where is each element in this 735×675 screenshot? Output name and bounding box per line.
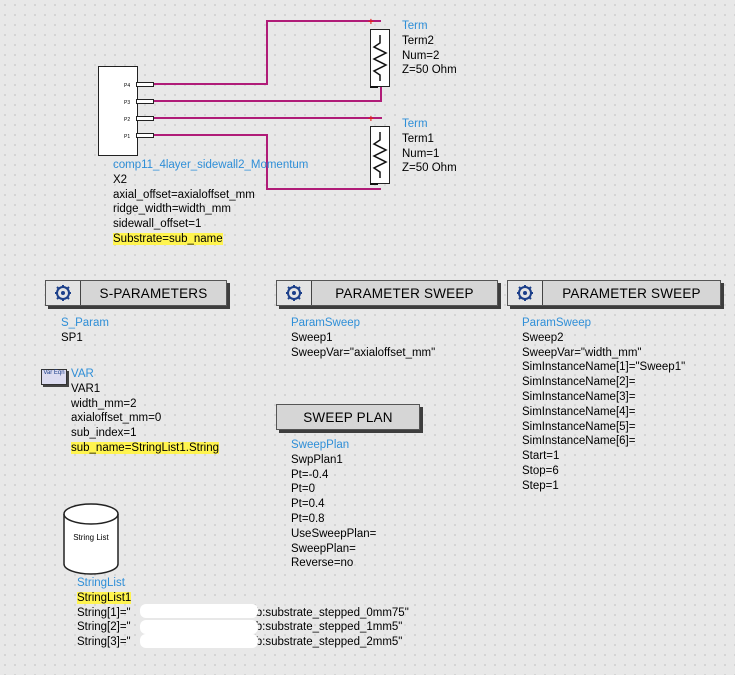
sweep-plan-name: SwpPlan1 [291,453,343,466]
string-list-type: StringList [77,577,125,589]
var-entry: sub_index=1 [71,427,137,440]
sweep-plan-param: Pt=-0.4 [291,468,329,481]
sweep-plan-param: Reverse=no [291,557,354,570]
gear-icon [508,281,543,305]
sweep2-param: Start=1 [522,450,560,463]
term1-label: Term Term1 Num=1 Z=50 Ohm [402,117,457,176]
sweep2-param: SweepVar="width_mm" [522,346,642,359]
sweep2-param: Stop=6 [522,464,559,477]
component-param: axial_offset=axialoffset_mm [113,188,255,201]
pin-label-p4: P4 [124,83,131,89]
string-list-entry: String[1]=" lib:substrate_stepped_0mm75" [77,606,409,621]
parameter-sweep-2-controller[interactable]: PARAMETER SWEEP [507,280,721,306]
parameter-sweep-1-controller[interactable]: PARAMETER SWEEP [276,280,498,306]
pin-stub-p4[interactable] [136,82,154,87]
substrate-param-highlighted: Substrate=sub_name [113,232,223,245]
pin-labels: P4 P3 P2 P1 [124,78,130,146]
string-list-name-highlighted: StringList1 [77,591,132,604]
momentum-component-symbol[interactable] [98,66,138,156]
component-params: comp11_4layer_sidewall2_Momentum X2 axia… [113,158,308,247]
gear-icon [46,281,81,305]
s-param-type: S_Param [61,317,109,329]
sweep2-param: SimInstanceName[1]="Sweep1" [522,361,686,374]
component-type[interactable]: comp11_4layer_sidewall2_Momentum [113,159,309,171]
term1-name: Term1 [402,132,434,145]
string-list-entry-suffix: lib:substrate_stepped_1mm5" [250,621,403,634]
redaction-mark [140,620,258,634]
sweep1-param: SweepVar="axialoffset_mm" [291,346,436,359]
string-list-entry: String[3]=" lib:substrate_stepped_2mm5" [77,635,409,650]
pin-stub-p1[interactable] [136,133,154,138]
sweep2-param: SimInstanceName[3]= [522,390,636,403]
pin-stub-p2[interactable] [136,116,154,121]
var-type: VAR [71,368,94,380]
component-instance: X2 [113,173,128,186]
redaction-mark [140,604,258,618]
term2-type: Term [402,20,428,32]
term2-z: Z=50 Ohm [402,64,457,77]
s-param-name: SP1 [61,331,83,344]
redaction-mark [140,634,258,648]
sweep-plan-param: UseSweepPlan= [291,527,377,540]
var-entry: width_mm=2 [71,397,137,410]
var-entry-sub-name-highlighted: sub_name=StringList1.String [71,441,219,454]
sweep1-name: Sweep1 [291,331,333,344]
s-parameters-controller[interactable]: S-PARAMETERS [45,280,227,306]
string-list-entry: String[2]=" lib:substrate_stepped_1mm5" [77,620,409,635]
string-list-entry-suffix: lib:substrate_stepped_0mm75" [250,606,409,619]
s-parameters-label: S_Param SP1 [61,316,109,346]
sweep-plan-type: SweepPlan [291,439,350,451]
parameter-sweep-2-header: PARAMETER SWEEP [562,285,701,301]
sweep2-param: SimInstanceName[6]= [522,435,636,448]
sweep-plan-header: SWEEP PLAN [303,409,393,425]
pin-label-p3: P3 [124,100,131,106]
term1-z: Z=50 Ohm [402,162,457,175]
string-list-icon[interactable]: String List [62,502,120,576]
sweep2-name: Sweep2 [522,331,564,344]
term2-name: Term2 [402,34,434,47]
string-list-entry-prefix: String[2]=" [77,621,131,634]
parameter-sweep-1-header: PARAMETER SWEEP [335,285,474,301]
string-list-icon-label: String List [73,533,109,542]
sweep2-param: SimInstanceName[5]= [522,420,636,433]
sweep-plan-param: SweepPlan= [291,542,356,555]
term2-num: Num=2 [402,49,440,62]
string-list-entry-suffix: lib:substrate_stepped_2mm5" [250,636,403,649]
s-parameters-header: S-PARAMETERS [99,285,208,301]
var-eqn-icon[interactable]: Var Eqn [41,369,67,385]
string-list-entry-prefix: String[1]=" [77,606,131,619]
pin-label-p1: P1 [124,134,131,140]
var-eqn-icon-label: Var Eqn [43,370,65,376]
sweep2-param: Step=1 [522,479,559,492]
component-param: ridge_width=width_mm [113,203,231,216]
var-label: VAR VAR1 width_mm=2 axialoffset_mm=0 sub… [71,367,219,456]
sweep2-param: SimInstanceName[2]= [522,376,636,389]
sweep-plan-controller[interactable]: SWEEP PLAN [276,404,420,430]
parameter-sweep-2-label: ParamSweep Sweep2 SweepVar="width_mm" Si… [522,316,685,494]
sweep-plan-param: Pt=0.8 [291,512,325,525]
pin-stub-p3[interactable] [136,99,154,104]
sweep-plan-param: Pt=0 [291,483,315,496]
term2-label: Term Term2 Num=2 Z=50 Ohm [402,19,457,78]
sweep2-param: SimInstanceName[4]= [522,405,636,418]
sweep1-type: ParamSweep [291,317,361,329]
var-entry: axialoffset_mm=0 [71,412,162,425]
gear-icon [277,281,312,305]
parameter-sweep-1-label: ParamSweep Sweep1 SweepVar="axialoffset_… [291,316,435,360]
string-list-entry-prefix: String[3]=" [77,636,131,649]
term1-type: Term [402,118,428,130]
sweep-plan-label: SweepPlan SwpPlan1 Pt=-0.4 Pt=0 Pt=0.4 P… [291,438,376,571]
string-list-label: StringList StringList1 String[1]=" lib:su… [77,576,409,650]
component-param: sidewall_offset=1 [113,218,202,231]
var-name: VAR1 [71,382,101,395]
term1-num: Num=1 [402,147,440,160]
pin-label-p2: P2 [124,117,131,123]
sweep-plan-param: Pt=0.4 [291,498,325,511]
sweep2-type: ParamSweep [522,317,592,329]
